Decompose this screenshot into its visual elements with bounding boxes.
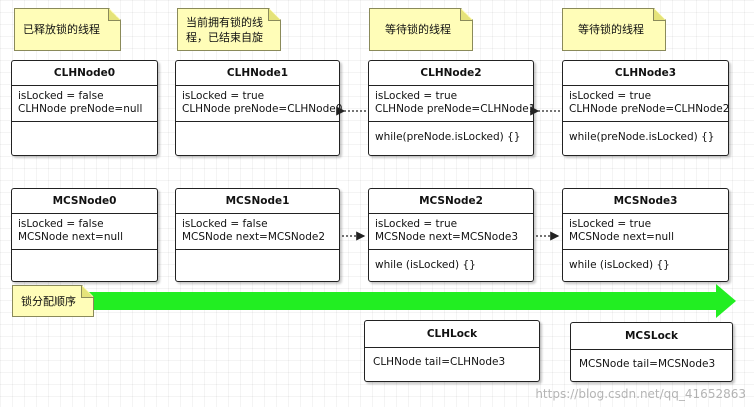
node-title: MCSNode2 — [369, 189, 533, 214]
note-waiting-thread-1: 等待锁的线程 — [369, 8, 473, 51]
field-islocked: isLocked = true — [375, 218, 458, 230]
node-methods: while(preNode.isLocked) {} — [563, 122, 728, 152]
note-waiting-thread-2: 等待锁的线程 — [562, 8, 666, 51]
clh-node-2: CLHNode2 isLocked = true CLHNode preNode… — [368, 60, 536, 156]
field-next: MCSNode next=MCSNode3 — [375, 231, 518, 243]
mcs-node-3: MCSNode3 isLocked = true MCSNode next=nu… — [562, 188, 729, 282]
note-fold-icon — [653, 9, 665, 21]
field-tail: MCSNode tail=MCSNode3 — [579, 358, 716, 370]
field-prenode: CLHNode preNode=CLHNode0 — [182, 103, 343, 115]
note-fold-icon — [108, 9, 120, 21]
field-prenode: CLHNode preNode=CLHNode2 — [569, 103, 730, 115]
note-released-thread: 已释放锁的线程 — [14, 8, 121, 51]
node-methods — [176, 250, 339, 280]
node-methods: while (isLocked) {} — [369, 250, 533, 280]
lock-order-arrow-icon — [20, 284, 736, 318]
method-spin: while(preNode.isLocked) {} — [569, 130, 715, 143]
node-title: MCSNode3 — [563, 189, 728, 214]
note-fold-icon — [460, 9, 472, 21]
field-islocked: isLocked = true — [182, 90, 265, 102]
node-methods: while(preNode.isLocked) {} — [369, 122, 533, 152]
clh-node-0: CLHNode0 isLocked = false CLHNode preNod… — [11, 60, 158, 156]
mcs-node-1: MCSNode1 isLocked = false MCSNode next=M… — [175, 188, 340, 282]
node-methods: while (isLocked) {} — [563, 250, 728, 280]
field-islocked: isLocked = true — [569, 218, 652, 230]
method-spin: while (isLocked) {} — [375, 258, 476, 271]
node-methods — [12, 250, 157, 280]
node-fields: isLocked = true CLHNode preNode=CLHNode1 — [369, 86, 536, 122]
node-title: CLHNode0 — [12, 61, 157, 86]
clh-node-1: CLHNode1 isLocked = true CLHNode preNode… — [175, 60, 343, 156]
node-fields: isLocked = false MCSNode next=MCSNode2 — [176, 214, 339, 250]
node-fields: isLocked = false MCSNode next=null — [12, 214, 157, 250]
node-fields: CLHNode tail=CLHNode3 — [365, 348, 539, 377]
node-fields: MCSNode tail=MCSNode3 — [571, 350, 732, 379]
clh-lock: CLHLock CLHNode tail=CLHNode3 — [364, 320, 540, 382]
clh-node-3: CLHNode3 isLocked = true CLHNode preNode… — [562, 60, 729, 156]
field-islocked: isLocked = true — [569, 90, 652, 102]
field-islocked: isLocked = false — [18, 218, 104, 230]
node-title: MCSLock — [571, 323, 732, 350]
note-fold-icon — [268, 9, 280, 21]
mcs-node-0: MCSNode0 isLocked = false MCSNode next=n… — [11, 188, 158, 282]
mcs-node-2: MCSNode2 isLocked = true MCSNode next=MC… — [368, 188, 534, 282]
field-next: MCSNode next=MCSNode2 — [182, 231, 325, 243]
node-methods — [12, 122, 157, 152]
field-next: MCSNode next=null — [569, 231, 674, 243]
method-spin: while(preNode.isLocked) {} — [375, 130, 521, 143]
mcs-lock: MCSLock MCSNode tail=MCSNode3 — [570, 322, 733, 382]
node-title: CLHNode2 — [369, 61, 533, 86]
node-title: MCSNode1 — [176, 189, 339, 214]
field-islocked: isLocked = true — [375, 90, 458, 102]
node-fields: isLocked = true CLHNode preNode=CLHNode0 — [176, 86, 343, 122]
field-prenode: CLHNode preNode=null — [18, 103, 143, 115]
node-methods — [176, 122, 339, 152]
node-fields: isLocked = true MCSNode next=null — [563, 214, 728, 250]
field-next: MCSNode next=null — [18, 231, 123, 243]
node-fields: isLocked = false CLHNode preNode=null — [12, 86, 157, 122]
node-fields: isLocked = true MCSNode next=MCSNode3 — [369, 214, 533, 250]
node-title: CLHNode1 — [176, 61, 339, 86]
field-tail: CLHNode tail=CLHNode3 — [373, 356, 506, 368]
field-islocked: isLocked = false — [182, 218, 268, 230]
note-lock-order: 锁分配顺序 — [12, 285, 94, 317]
field-prenode: CLHNode preNode=CLHNode1 — [375, 103, 536, 115]
field-islocked: isLocked = false — [18, 90, 104, 102]
method-spin: while (isLocked) {} — [569, 258, 670, 271]
watermark: https://blog.csdn.net/qq_41652863 — [535, 387, 746, 401]
node-title: CLHNode3 — [563, 61, 728, 86]
node-fields: isLocked = true CLHNode preNode=CLHNode2 — [563, 86, 730, 122]
note-fold-icon — [81, 286, 93, 298]
note-owning-thread: 当前拥有锁的线程，已结束自旋 — [177, 8, 281, 51]
node-title: MCSNode0 — [12, 189, 157, 214]
node-title: CLHLock — [365, 321, 539, 348]
